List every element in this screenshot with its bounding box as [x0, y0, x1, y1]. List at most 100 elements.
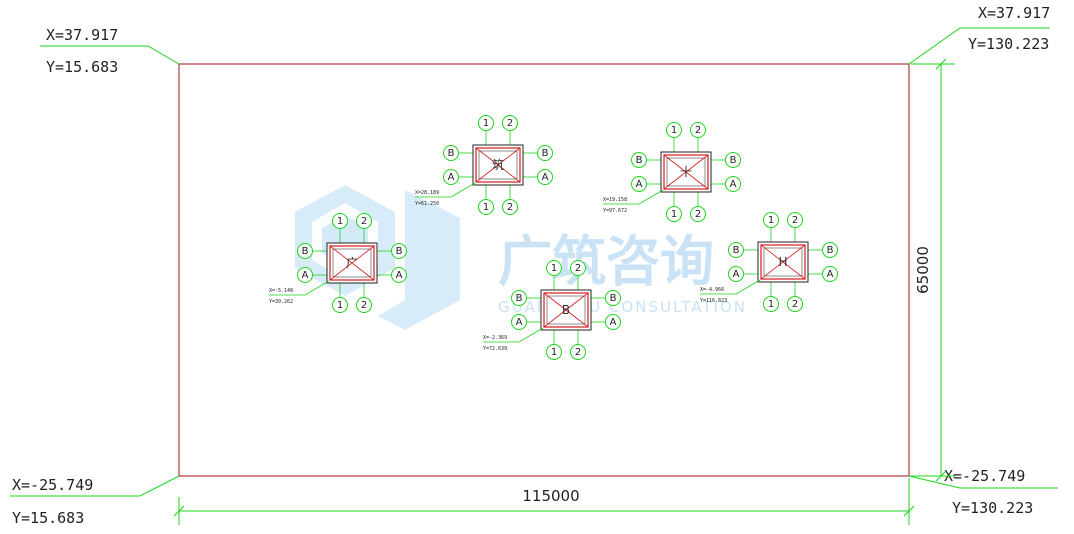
coordinate-leader — [483, 327, 544, 343]
axis-bubble-top-label: 1 — [337, 216, 343, 227]
axis-bubble-right: B — [605, 290, 621, 306]
axis-bubble-left: A — [728, 266, 744, 282]
pile-coord-y: Y=116.823 — [700, 298, 727, 304]
axis-bubble-left: A — [631, 176, 647, 192]
axis-bubble-right-label: A — [610, 317, 617, 328]
pile-cap-inner — [329, 245, 375, 281]
axis-bubble-bottom: 2 — [570, 344, 586, 360]
pile-cap-core — [763, 247, 803, 277]
axis-bubble-right-label: B — [730, 155, 737, 166]
axis-bubble-top-label: 1 — [483, 118, 489, 129]
axis-bubble-top-label: 1 — [768, 215, 774, 226]
axis-bubble-right: A — [537, 169, 553, 185]
axis-bubble-bottom-label: 1 — [337, 300, 343, 311]
pile-coord-y: Y=39.262 — [269, 299, 293, 305]
axis-bubble-right: A — [725, 176, 741, 192]
pile-diagonals — [663, 154, 709, 190]
axis-bubble-top: 2 — [356, 213, 372, 229]
corner-top-right-y: Y=130.223 — [968, 35, 1049, 53]
axis-lines — [312, 228, 392, 298]
axis-bubble-bottom-label: 1 — [483, 202, 489, 213]
corner-bottom-left-y: Y=15.683 — [12, 509, 84, 527]
axis-bubble-left: B — [728, 242, 744, 258]
site-boundary — [178, 63, 910, 477]
axis-lines — [646, 137, 726, 207]
axis-bubble-bottom-label: 2 — [507, 202, 513, 213]
axis-bubble-left-label: B — [733, 245, 740, 256]
axis-bubble-top-label: 2 — [695, 125, 701, 136]
leader-bottom-left — [10, 475, 180, 497]
corner-bottom-right-x: X=-25.749 — [944, 467, 1025, 485]
axis-bubble-top-label: 2 — [792, 215, 798, 226]
axis-bubble-right-label: B — [827, 245, 834, 256]
axis-bubble-top: 1 — [763, 212, 779, 228]
pile-diagonals — [329, 245, 375, 281]
axis-bubble-left: A — [511, 314, 527, 330]
axis-bubble-right-label: A — [730, 179, 737, 190]
axis-bubble-right-label: A — [396, 270, 403, 281]
axis-bubble-bottom-label: 1 — [671, 209, 677, 220]
pile-cap-inner — [663, 154, 709, 190]
pile-coord-y: Y=97.672 — [603, 208, 627, 214]
axis-bubble-left-label: B — [448, 148, 455, 159]
axis-bubble-top: 2 — [787, 212, 803, 228]
pile-center-label: 筑 — [492, 157, 504, 172]
axis-bubble-left: A — [297, 267, 313, 283]
pile-diagonals — [475, 147, 521, 183]
axis-bubble-bottom: 1 — [546, 344, 562, 360]
axis-bubble-left-label: A — [733, 269, 740, 280]
axis-bubble-bottom-label: 1 — [551, 347, 557, 358]
axis-bubble-right: A — [391, 267, 407, 283]
pile-cap-core — [546, 295, 586, 325]
axis-bubble-bottom: 2 — [690, 206, 706, 222]
coordinate-leader — [700, 279, 761, 295]
axis-bubble-left: A — [443, 169, 459, 185]
axis-bubble-left-label: B — [636, 155, 643, 166]
axis-bubble-bottom-label: 2 — [361, 300, 367, 311]
pile-coord-x: X=-5.148 — [269, 288, 293, 294]
axis-bubble-bottom: 1 — [666, 206, 682, 222]
leader-bottom-right — [908, 475, 1058, 489]
pile-diagonals — [543, 292, 589, 328]
pile-center-label: H — [778, 255, 787, 269]
pile-cap-core — [666, 157, 706, 187]
axis-lines — [458, 130, 538, 200]
axis-bubble-top: 2 — [502, 115, 518, 131]
axis-bubble-right-label: B — [610, 293, 617, 304]
width-dimension-line — [173, 478, 915, 525]
corner-bottom-right-y: Y=130.223 — [952, 499, 1033, 517]
pile-coord-x: X=-2.369 — [483, 335, 507, 341]
pile-cap-core — [332, 248, 372, 278]
pile-coord-y: Y=72.639 — [483, 346, 507, 352]
axis-bubble-right-label: B — [542, 148, 549, 159]
pile-coord-x: X=28.189 — [415, 190, 439, 196]
axis-bubble-bottom-label: 1 — [768, 299, 774, 310]
pile-center-label: 十 — [680, 165, 692, 179]
height-dimension-text: 65000 — [914, 246, 932, 294]
axis-lines — [526, 275, 606, 345]
axis-bubble-bottom: 1 — [332, 297, 348, 313]
axis-bubble-top: 1 — [478, 115, 494, 131]
corner-leaders — [10, 27, 1058, 497]
axis-bubble-right-label: A — [542, 172, 549, 183]
watermark-chinese-text: 广筑咨询 — [498, 230, 714, 293]
axis-bubble-bottom: 2 — [787, 296, 803, 312]
axis-bubble-top: 1 — [546, 260, 562, 276]
corner-top-right-x: X=37.917 — [978, 4, 1050, 22]
axis-bubble-bottom: 2 — [356, 297, 372, 313]
axis-bubble-left-label: B — [302, 246, 309, 257]
axis-bubble-left-label: B — [516, 293, 523, 304]
coordinate-leader — [415, 182, 476, 198]
axis-bubble-left: B — [511, 290, 527, 306]
axis-bubble-top-label: 2 — [507, 118, 513, 129]
axis-bubble-right: A — [605, 314, 621, 330]
pile-center-label: B — [562, 303, 570, 317]
pile-cap-inner — [760, 244, 806, 280]
axis-bubble-top-label: 2 — [575, 263, 581, 274]
